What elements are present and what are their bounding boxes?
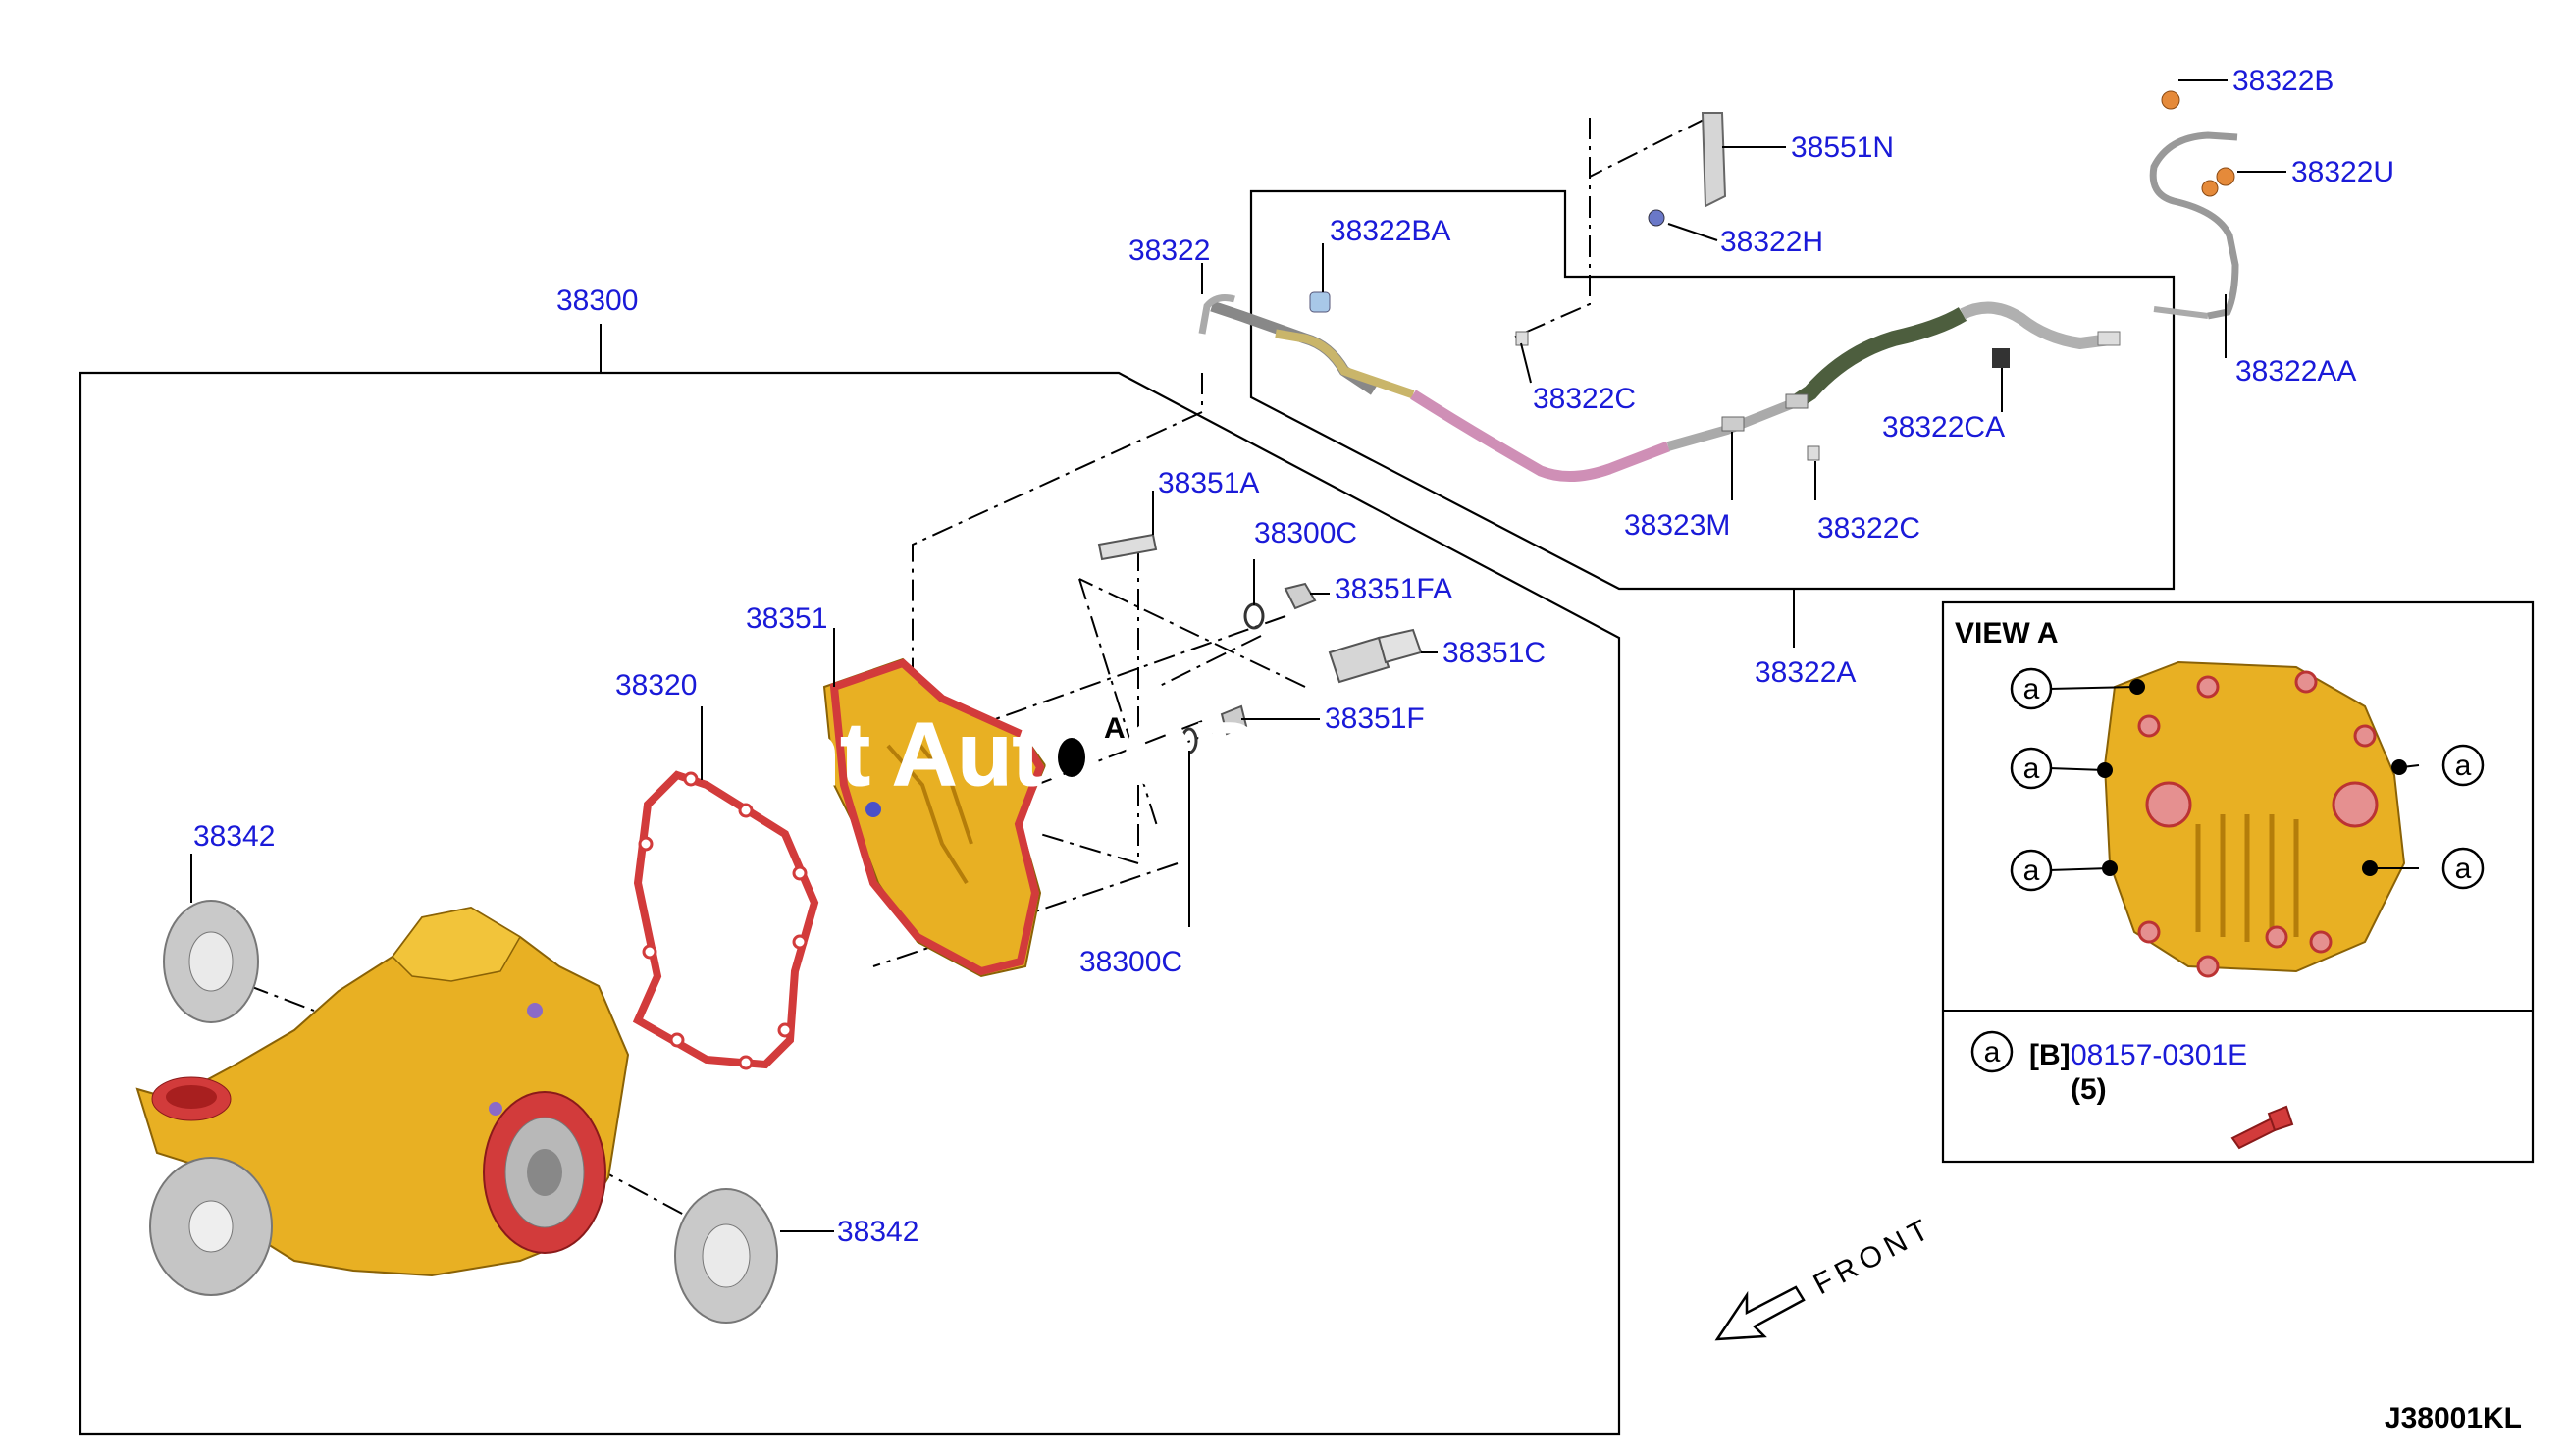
view-a-cover-illustration bbox=[2097, 660, 2407, 978]
label-38322AA: 38322AA bbox=[2235, 355, 2356, 388]
marker-a-1: a bbox=[2023, 673, 2040, 705]
view-a-quantity: (5) bbox=[2071, 1073, 2107, 1106]
label-38342-left: 38342 bbox=[193, 820, 275, 853]
label-38322BA: 38322BA bbox=[1330, 215, 1450, 247]
label-38322C-top: 38322C bbox=[1533, 383, 1636, 415]
label-38351F: 38351F bbox=[1325, 702, 1425, 735]
label-38320: 38320 bbox=[615, 669, 697, 702]
oil-seal-38342-right bbox=[674, 1188, 778, 1324]
assembly-38300-outline bbox=[79, 371, 1621, 1436]
marker-a-4: a bbox=[2455, 750, 2472, 782]
watermark-text: nt Auto ORE.S bbox=[785, 704, 1403, 805]
view-a-part-number: 08157-0301E bbox=[2071, 1039, 2247, 1071]
label-38300C-top: 38300C bbox=[1254, 517, 1357, 549]
view-marker-a-label: A bbox=[1104, 712, 1126, 745]
label-38322C-bottom: 38322C bbox=[1817, 512, 1920, 545]
marker-a-5: a bbox=[2455, 853, 2472, 885]
label-38322U: 38322U bbox=[2291, 156, 2394, 188]
oil-seal-38342-left bbox=[163, 900, 259, 1023]
view-a-part-prefix: [B] bbox=[2029, 1039, 2071, 1071]
front-label: FRONT bbox=[1809, 1211, 1939, 1301]
label-38323M: 38323M bbox=[1624, 509, 1730, 542]
diagram-code: J38001KL bbox=[2385, 1402, 2522, 1434]
marker-a-3: a bbox=[2023, 855, 2040, 887]
label-38322CA: 38322CA bbox=[1882, 411, 2005, 443]
differential-housing bbox=[135, 906, 630, 1296]
assembly-38322A-outline bbox=[1249, 189, 2176, 591]
label-38300C-bottom: 38300C bbox=[1079, 946, 1182, 978]
label-38322A: 38322A bbox=[1755, 656, 1856, 689]
label-38300: 38300 bbox=[556, 285, 638, 317]
view-a-leader-lines bbox=[2048, 686, 2420, 871]
label-38351A: 38351A bbox=[1158, 467, 1259, 499]
label-38322: 38322 bbox=[1128, 234, 1210, 267]
label-38351FA: 38351FA bbox=[1335, 573, 1452, 605]
marker-a-legend: a bbox=[1984, 1036, 2001, 1068]
view-a-box bbox=[1941, 600, 2535, 1164]
front-arrow bbox=[1714, 1285, 1806, 1341]
gasket-38320 bbox=[632, 770, 819, 1069]
label-38351C: 38351C bbox=[1442, 637, 1546, 669]
brake-hose-assembly bbox=[1198, 291, 2209, 483]
label-38342-right: 38342 bbox=[837, 1216, 918, 1248]
breather-tube-38322 bbox=[2149, 90, 2239, 320]
label-38322B: 38322B bbox=[2232, 65, 2334, 97]
marker-a-2: a bbox=[2023, 753, 2040, 785]
view-a-markers bbox=[1970, 667, 2485, 1073]
label-38351: 38351 bbox=[746, 602, 827, 635]
view-marker-a bbox=[1058, 738, 1085, 777]
leader-lines bbox=[190, 79, 2286, 1232]
label-38551N: 38551N bbox=[1791, 131, 1894, 164]
fasteners bbox=[1097, 533, 1423, 754]
rear-cover-38351 bbox=[822, 657, 1047, 978]
bracket-38551N bbox=[1648, 112, 1727, 227]
view-a-title: VIEW A bbox=[1955, 617, 2059, 650]
label-38322H: 38322H bbox=[1720, 226, 1823, 258]
